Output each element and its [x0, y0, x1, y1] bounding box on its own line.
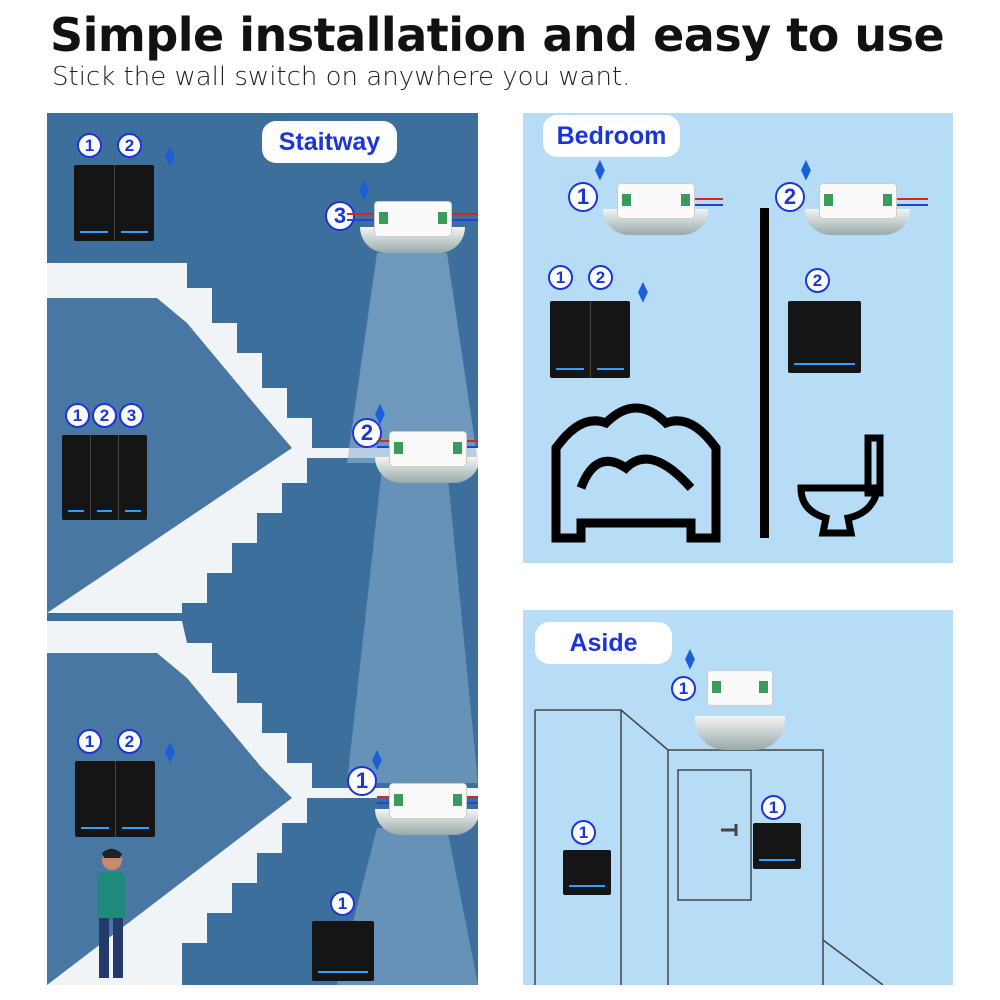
number-badge: 2 [117, 729, 142, 754]
smart-switch-module[interactable] [375, 783, 478, 835]
number-badge: 1 [568, 182, 598, 212]
number-badge: 1 [330, 891, 355, 916]
aside-label: Aside [535, 622, 672, 664]
number-badge: 1 [77, 729, 102, 754]
number-badge: 1 [548, 265, 573, 290]
wall-switch-1gang[interactable] [563, 850, 611, 895]
staircase-label: Staitway [262, 121, 397, 163]
bedroom-panel: Bedroom ⧫ 1 ⧫ 2 1 2 ⧫ 2 [523, 113, 953, 563]
smart-switch-module[interactable] [695, 670, 785, 750]
number-badge: 1 [571, 820, 596, 845]
wifi-icon: ⧫ [638, 281, 648, 303]
divider-wall [760, 208, 769, 538]
staircase-panel: Staitway 1 2 ⧫ 1 2 3 1 2 ⧫ 1 ⧫ 3 ⧫ 2 ⧫ 1 [47, 113, 478, 985]
wifi-icon: ⧫ [801, 159, 811, 181]
number-badge: 2 [352, 418, 382, 448]
smart-switch-module[interactable] [805, 183, 910, 235]
wifi-icon: ⧫ [165, 741, 175, 763]
number-badge: 3 [119, 403, 144, 428]
number-badge: 1 [65, 403, 90, 428]
wire [883, 198, 928, 200]
number-badge: 1 [761, 795, 786, 820]
wall-switch-2gang[interactable] [75, 761, 155, 837]
number-badge: 1 [347, 766, 377, 796]
wall-switch-3gang[interactable] [62, 435, 147, 520]
number-badge: 3 [325, 201, 355, 231]
person-illustration [97, 848, 125, 978]
wifi-icon: ⧫ [165, 145, 175, 167]
smart-switch-module[interactable] [360, 201, 465, 253]
number-badge: 1 [77, 133, 102, 158]
wire [883, 204, 928, 206]
number-badge: 2 [92, 403, 117, 428]
number-badge: 2 [775, 182, 805, 212]
bed-icon [551, 403, 721, 543]
number-badge: 1 [671, 676, 696, 701]
wifi-icon: ⧫ [375, 403, 385, 425]
bedroom-label: Bedroom [543, 115, 680, 157]
wire [678, 198, 723, 200]
wifi-icon: ⧫ [359, 179, 369, 201]
wall-switch-1gang[interactable] [753, 823, 801, 869]
smart-switch-module[interactable] [375, 431, 478, 483]
page-subtitle: Stick the wall switch on anywhere you wa… [52, 62, 631, 92]
wifi-icon: ⧫ [595, 159, 605, 181]
wifi-icon: ⧫ [372, 749, 382, 771]
wifi-icon: ⧫ [685, 648, 695, 670]
wall-switch-1gang[interactable] [312, 921, 374, 981]
number-badge: 2 [117, 133, 142, 158]
smart-switch-module[interactable] [603, 183, 708, 235]
wall-switch-2gang[interactable] [74, 165, 154, 241]
page-title: Simple installation and easy to use [50, 8, 945, 62]
number-badge: 2 [588, 265, 613, 290]
wire [678, 204, 723, 206]
number-badge: 2 [805, 268, 830, 293]
wall-switch-2gang[interactable] [550, 301, 630, 378]
toilet-icon [797, 434, 884, 537]
wall-switch-1gang[interactable] [788, 301, 861, 373]
room-illustration [534, 709, 884, 985]
aside-panel: Aside ⧫ 1 1 1 [523, 610, 953, 985]
